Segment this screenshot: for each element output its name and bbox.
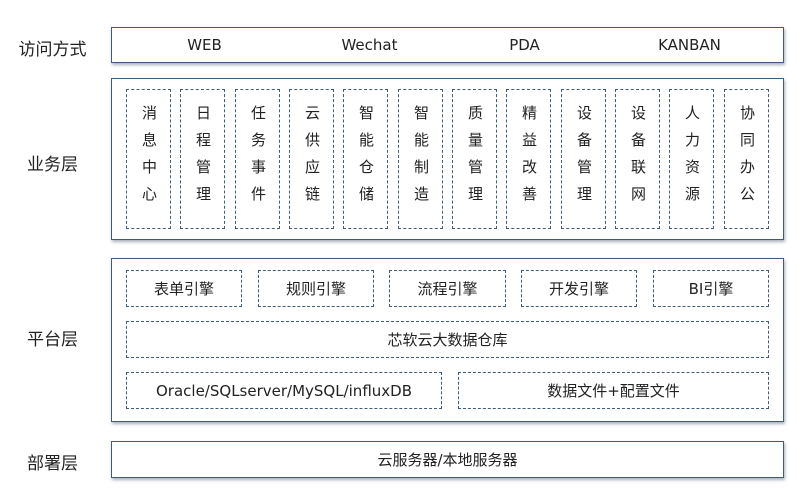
database-box: Oracle/SQLserver/MySQL/influxDB	[126, 372, 442, 409]
biz-module-label: 消息中心	[140, 105, 158, 213]
platform-layer-box: 表单引擎 规则引擎 流程引擎 开发引擎 BI引擎 芯软云大数据仓库 Oracle…	[111, 258, 784, 422]
biz-module-label: 协同办公	[738, 105, 756, 213]
access-item-web: WEB	[187, 36, 222, 54]
biz-module-label: 云供应链	[303, 105, 321, 213]
biz-module-label: 精益改善	[520, 105, 538, 213]
biz-module: 协同办公	[724, 89, 769, 229]
biz-module-label: 设备联网	[629, 105, 647, 213]
layer-label-access: 访问方式	[18, 40, 87, 60]
biz-module: 人力资源	[669, 89, 714, 229]
engine-box-flow: 流程引擎	[389, 270, 506, 307]
biz-module-label: 质量管理	[466, 105, 484, 213]
engine-box-bi: BI引擎	[653, 270, 769, 307]
biz-module: 设备联网	[615, 89, 660, 229]
access-item-wechat: Wechat	[341, 36, 398, 54]
layer-label-business: 业务层	[27, 155, 78, 175]
deploy-server-label: 云服务器/本地服务器	[377, 451, 518, 469]
biz-module: 消息中心	[126, 89, 171, 229]
engine-box-form: 表单引擎	[126, 270, 242, 307]
biz-module-label: 日程管理	[194, 105, 212, 213]
layer-label-platform: 平台层	[27, 330, 78, 350]
engine-box-rules: 规则引擎	[258, 270, 374, 307]
access-item-kanban: KANBAN	[658, 36, 721, 54]
biz-module-label: 设备管理	[575, 105, 593, 213]
biz-module: 设备管理	[561, 89, 606, 229]
biz-module: 智能仓储	[343, 89, 388, 229]
data-warehouse-box: 芯软云大数据仓库	[126, 321, 769, 358]
biz-module: 精益改善	[506, 89, 551, 229]
biz-module-label: 智能制造	[412, 105, 430, 213]
access-layer-box: WEB Wechat PDA KANBAN	[111, 27, 784, 63]
access-item-pda: PDA	[509, 36, 540, 54]
files-box: 数据文件+配置文件	[458, 372, 769, 409]
biz-module: 任务事件	[235, 89, 280, 229]
business-layer-box: 消息中心 日程管理 任务事件 云供应链 智能仓储 智能制造 质量管理 精益改善 …	[111, 78, 784, 240]
biz-module: 智能制造	[398, 89, 443, 229]
biz-module: 日程管理	[180, 89, 225, 229]
biz-module: 质量管理	[452, 89, 497, 229]
layer-label-deploy: 部署层	[27, 454, 78, 474]
biz-module-label: 任务事件	[249, 105, 267, 213]
deploy-layer-box: 云服务器/本地服务器	[111, 441, 784, 478]
engine-box-dev: 开发引擎	[521, 270, 637, 307]
biz-module-label: 人力资源	[683, 105, 701, 213]
biz-module: 云供应链	[289, 89, 334, 229]
biz-module-label: 智能仓储	[357, 105, 375, 213]
